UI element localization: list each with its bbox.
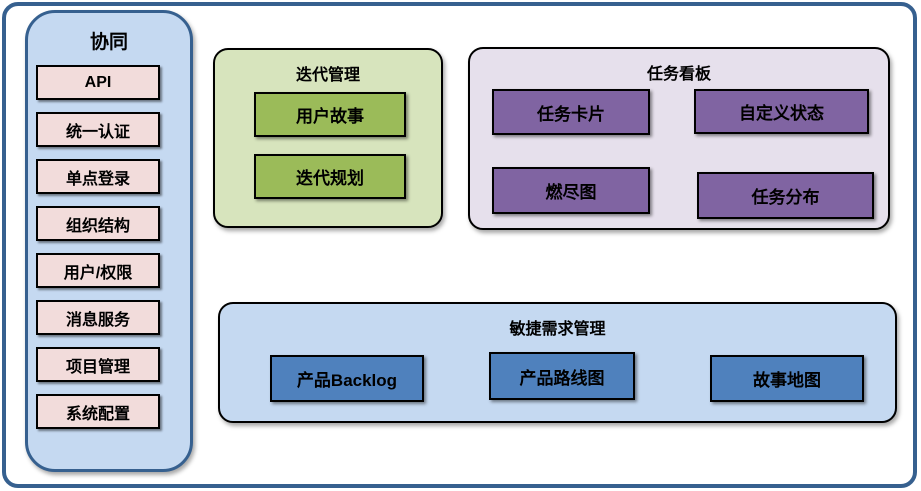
item-story-map: 故事地图 [710, 355, 864, 402]
collaboration-item-list: API 统一认证 单点登录 组织结构 用户/权限 消息服务 项目管理 系统配置 [36, 65, 160, 429]
item-product-roadmap: 产品路线图 [489, 352, 635, 400]
collaboration-title: 协同 [89, 32, 128, 53]
item-product-backlog: 产品Backlog [270, 355, 424, 402]
group-iteration-management: 迭代管理 用户故事 迭代规划 [213, 48, 443, 228]
sidebar-item-api: API [36, 65, 160, 100]
group-agile-requirements: 敏捷需求管理 产品Backlog 产品路线图 故事地图 [218, 302, 897, 423]
task-board-title: 任务看板 [646, 66, 711, 83]
sidebar-item-message-service: 消息服务 [36, 300, 160, 335]
item-custom-status: 自定义状态 [694, 89, 869, 134]
group-task-board: 任务看板 任务卡片 自定义状态 燃尽图 任务分布 [468, 47, 890, 230]
sidebar-item-project-management: 项目管理 [36, 347, 160, 382]
agile-requirements-title: 敏捷需求管理 [509, 321, 606, 338]
item-task-distribution: 任务分布 [697, 172, 874, 219]
item-iteration-planning: 迭代规划 [254, 154, 406, 199]
item-task-card: 任务卡片 [492, 89, 650, 135]
iteration-management-title: 迭代管理 [295, 67, 360, 84]
sidebar-item-org-structure: 组织结构 [36, 206, 160, 241]
item-user-story: 用户故事 [254, 92, 406, 137]
item-burndown-chart: 燃尽图 [492, 167, 650, 214]
sidebar-item-sso: 单点登录 [36, 159, 160, 194]
sidebar-item-unified-auth: 统一认证 [36, 112, 160, 147]
sidebar-item-user-permissions: 用户/权限 [36, 253, 160, 288]
collaboration-panel: 协同 API 统一认证 单点登录 组织结构 用户/权限 消息服务 项目管理 系统… [25, 10, 193, 472]
sidebar-item-system-config: 系统配置 [36, 394, 160, 429]
